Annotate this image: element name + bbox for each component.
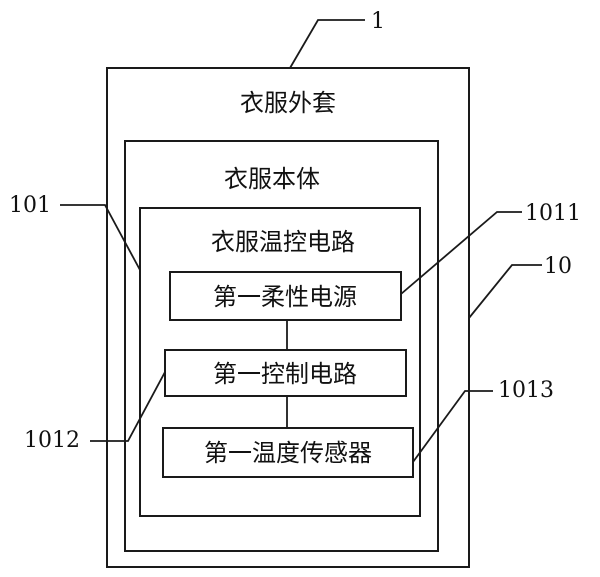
temp-control-circuit-box bbox=[139, 207, 421, 517]
ref-label-1011: 1011 bbox=[525, 201, 581, 226]
flexible-power-block bbox=[169, 271, 402, 321]
clothing-body-label: 衣服本体 bbox=[224, 165, 320, 193]
outer-coat-label: 衣服外套 bbox=[240, 89, 336, 117]
ref-label-1012: 1012 bbox=[24, 428, 80, 453]
outer-coat-box bbox=[106, 67, 470, 568]
leader-line-101 bbox=[60, 204, 141, 271]
temp-control-circuit-label: 衣服温控电路 bbox=[211, 228, 355, 256]
temperature-sensor-label: 第一温度传感器 bbox=[204, 439, 372, 467]
leader-line-10 bbox=[468, 264, 542, 319]
ref-label-1013: 1013 bbox=[498, 378, 554, 403]
ref-label-101: 101 bbox=[9, 193, 51, 218]
leader-line-1 bbox=[289, 19, 365, 69]
ref-label-10: 10 bbox=[544, 254, 572, 279]
temperature-sensor-block bbox=[162, 427, 414, 478]
control-circuit-label: 第一控制电路 bbox=[213, 360, 357, 388]
leader-line-1011 bbox=[400, 211, 522, 295]
flexible-power-label: 第一柔性电源 bbox=[213, 283, 357, 311]
ref-label-1: 1 bbox=[371, 9, 385, 34]
leader-line-1013 bbox=[412, 390, 493, 463]
clothing-body-box bbox=[124, 140, 439, 552]
leader-line-1012 bbox=[90, 371, 166, 442]
